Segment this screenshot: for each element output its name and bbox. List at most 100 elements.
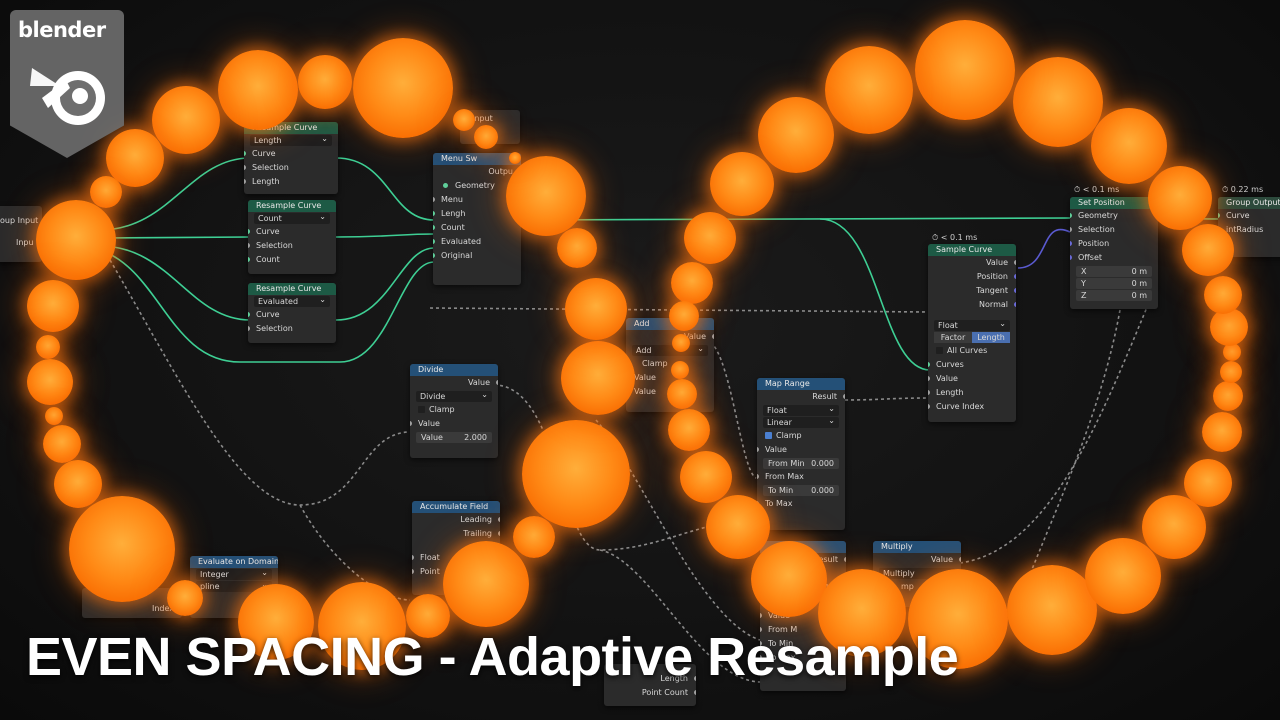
input-node-partial[interactable]: Input — [460, 110, 520, 144]
evaluate-on-domain-node[interactable]: Evaluate on Domain Integer pline — [190, 556, 278, 618]
socket-value[interactable]: Value — [626, 385, 714, 399]
domain-dropdown[interactable]: pline — [196, 579, 272, 592]
socket-curve[interactable]: Curve — [1218, 209, 1280, 223]
socket-value[interactable]: Value — [626, 371, 714, 385]
node-header[interactable]: Resample Curve — [248, 200, 336, 212]
socket-length[interactable]: Length — [244, 175, 338, 189]
node-header[interactable]: Set Position — [1070, 197, 1158, 209]
node-header[interactable]: Multiply — [873, 541, 961, 553]
socket-value[interactable]: Value — [928, 256, 1016, 270]
socket-length[interactable]: Length — [604, 672, 696, 686]
index-node[interactable]: Index — [82, 588, 182, 618]
operation-dropdown[interactable]: Multiply — [879, 566, 955, 579]
socket-output[interactable]: Value — [873, 553, 961, 567]
socket-value-in[interactable]: Value — [928, 372, 1016, 386]
sample-curve-node[interactable]: Sample Curve Value Position Tangent Norm… — [928, 244, 1016, 422]
socket-curve[interactable]: Curve — [248, 308, 336, 322]
group-input-socket[interactable]: Inpu — [16, 238, 34, 247]
clamp-checkbox[interactable]: Clamp — [642, 359, 668, 368]
socket-evaluated[interactable]: Evaluated — [433, 235, 521, 249]
clamp-checkbox[interactable]: Clamp — [410, 403, 498, 417]
socket-from-min[interactable]: From M — [760, 623, 846, 637]
interpolation-dropdown[interactable]: Linear — [763, 415, 839, 428]
divide-node[interactable]: Divide Value Divide Clamp Value Value2.0… — [410, 364, 498, 458]
socket-selection[interactable]: Selection — [244, 161, 338, 175]
socket-result[interactable]: esult — [760, 553, 846, 567]
socket-from-max[interactable]: From Max — [757, 470, 845, 484]
socket-curve[interactable]: Curve — [244, 147, 338, 161]
socket-to-max[interactable]: To Max — [757, 497, 845, 511]
all-curves-checkbox[interactable]: All Curves — [928, 344, 1016, 358]
socket-result[interactable]: Result — [757, 390, 845, 404]
socket-length[interactable]: Length — [928, 386, 1016, 400]
node-header[interactable]: Accumulate Field — [412, 501, 500, 513]
add-node[interactable]: Add Value Add Clamp Value Value — [626, 318, 714, 412]
socket-output[interactable]: Value — [626, 330, 714, 344]
group-input-node[interactable]: oup Input Inpu — [0, 206, 42, 262]
node-header[interactable] — [760, 541, 846, 553]
node-header[interactable]: Map Range — [757, 378, 845, 390]
map-range-node[interactable]: Map Range Result Float Linear Clamp Valu… — [757, 378, 845, 530]
resample-curve-count-node[interactable]: Resample Curve Count Curve Selection Cou… — [248, 200, 336, 274]
socket-output[interactable]: Value — [410, 376, 498, 390]
socket-count[interactable]: Count — [248, 253, 336, 267]
socket-original[interactable]: Original — [433, 249, 521, 263]
socket-position[interactable]: Position — [928, 270, 1016, 284]
socket-geometry[interactable]: Geometry — [1070, 209, 1158, 223]
curve-info-node[interactable]: Length Point Count — [604, 664, 696, 706]
socket-leading[interactable]: Leading — [412, 513, 500, 527]
menu-switch-node[interactable]: Menu Sw Outpu Geometry Menu Lengh Count … — [433, 153, 521, 285]
clamp-checkbox[interactable]: Clamp — [757, 429, 845, 443]
socket-count[interactable]: Count — [433, 221, 521, 235]
mode-dropdown[interactable]: Length — [250, 133, 332, 146]
node-header[interactable]: Sample Curve — [928, 244, 1016, 256]
socket-tangent[interactable]: Tangent — [928, 284, 1016, 298]
socket-to-max[interactable]: To Max — [760, 651, 846, 665]
socket-offset[interactable]: Offset — [1070, 251, 1158, 265]
socket-trailing[interactable]: Trailing — [412, 527, 500, 541]
socket-point[interactable]: Point — [412, 565, 500, 579]
type-dropdown[interactable]: Integer — [196, 567, 272, 580]
operation-dropdown[interactable]: Divide — [416, 389, 492, 402]
socket-position[interactable]: Position — [1070, 237, 1158, 251]
socket-length[interactable]: Lengh — [433, 207, 521, 221]
socket-curves[interactable]: Curves — [928, 358, 1016, 372]
multiply-node[interactable]: Multiply Value Multiply mp — [873, 541, 961, 607]
socket-normal[interactable]: Normal — [928, 298, 1016, 312]
group-output-node[interactable]: Group Output Curve intRadius — [1218, 197, 1280, 257]
socket-selection[interactable]: Selection — [248, 322, 336, 336]
type-dropdown[interactable]: Float — [934, 318, 1010, 331]
socket-curve[interactable]: Curve — [248, 225, 336, 239]
socket-selection[interactable]: Selection — [1070, 223, 1158, 237]
socket-curve-index[interactable]: Curve Index — [928, 400, 1016, 414]
type-dropdown[interactable]: Float — [763, 403, 839, 416]
set-position-node[interactable]: Set Position Geometry Selection Position… — [1070, 197, 1158, 309]
socket-point-count[interactable]: Point Count — [604, 686, 696, 700]
node-header[interactable]: Add — [626, 318, 714, 330]
socket-selection[interactable]: Selection — [248, 239, 336, 253]
operation-dropdown[interactable]: Add — [632, 343, 708, 356]
node-header[interactable]: Resample Curve — [248, 283, 336, 295]
resample-curve-length-node[interactable]: Resample Curve Length Curve Selection Le… — [244, 122, 338, 194]
accumulate-field-node[interactable]: Accumulate Field Leading Trailing Float … — [412, 501, 500, 595]
resample-curve-evaluated-node[interactable]: Resample Curve Evaluated Curve Selection — [248, 283, 336, 343]
node-header[interactable]: Evaluate on Domain — [190, 556, 278, 568]
socket-float[interactable]: Float — [412, 551, 500, 565]
socket-value[interactable]: Value — [757, 443, 845, 457]
mode-dropdown[interactable]: Evaluated — [254, 294, 330, 307]
mode-dropdown[interactable]: Count — [254, 211, 330, 224]
node-header[interactable]: Divide — [410, 364, 498, 376]
socket-index[interactable]: Index — [82, 602, 182, 616]
socket-menu[interactable]: Menu — [433, 193, 521, 207]
node-header[interactable]: Group Output — [1218, 197, 1280, 209]
socket-value[interactable]: Value — [410, 417, 498, 431]
socket-point-radius[interactable]: intRadius — [1218, 223, 1280, 237]
socket-to-min[interactable]: To Min — [760, 637, 846, 651]
